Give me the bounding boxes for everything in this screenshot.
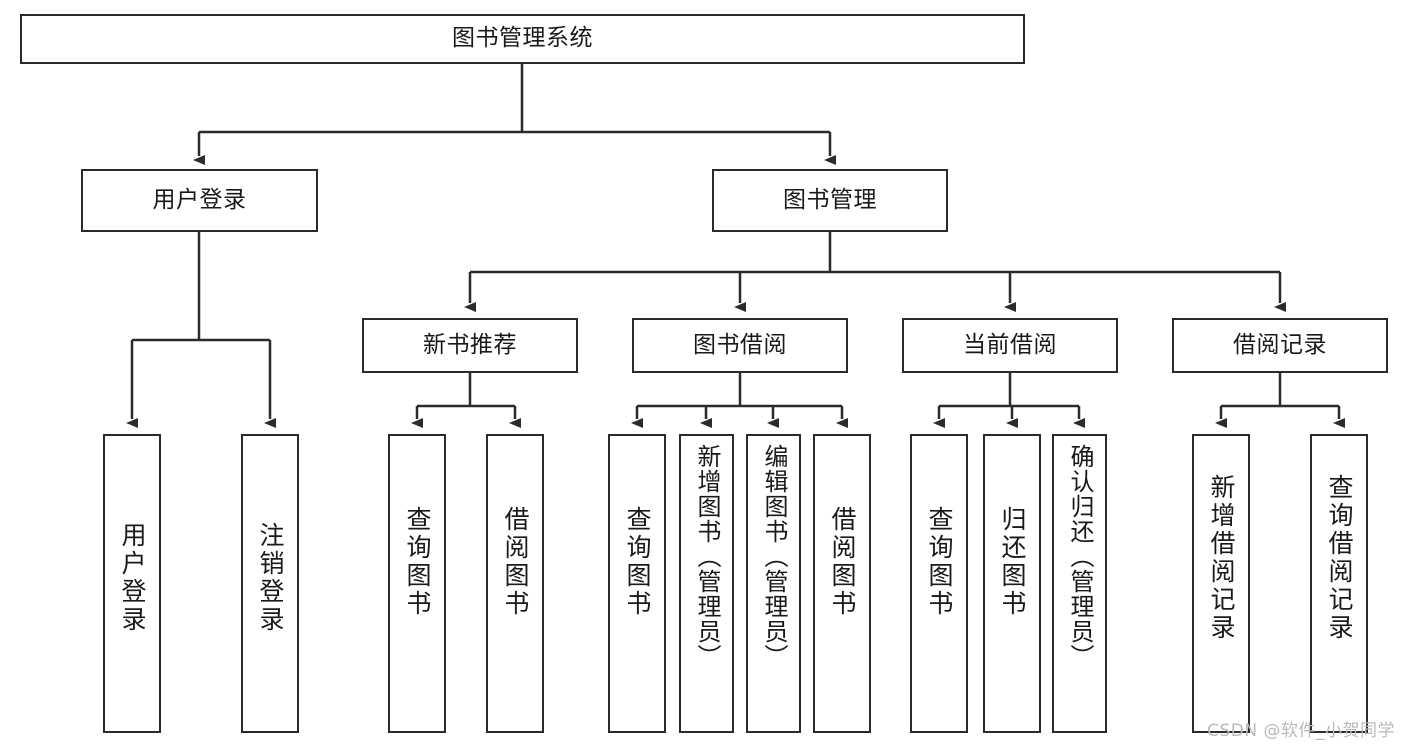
node-leaf-borrow-add-label: 新增图书（管理员） — [692, 444, 721, 669]
node-leaf-borrow-add[interactable]: 新增图书（管理员） — [679, 434, 734, 733]
node-leaf-rec-query2-label: 查询借阅记录 — [1325, 474, 1354, 642]
node-leaf-borrow-edit[interactable]: 编辑图书（管理员） — [746, 434, 801, 733]
node-leaf-borrow-query[interactable]: 查询图书 — [608, 434, 666, 733]
node-book-borrow[interactable]: 图书借阅 — [632, 318, 848, 373]
node-new-book-rec[interactable]: 新书推荐 — [362, 318, 578, 373]
node-leaf-rec-add-label: 新增借阅记录 — [1207, 474, 1236, 642]
node-leaf-borrow-do-label: 借阅图书 — [828, 506, 857, 618]
node-current-borrow[interactable]: 当前借阅 — [902, 318, 1118, 373]
node-leaf-rec-query-label: 查询图书 — [403, 506, 432, 618]
node-leaf-cur-confirm[interactable]: 确认归还（管理员） — [1052, 434, 1107, 733]
node-leaf-cur-query[interactable]: 查询图书 — [910, 434, 968, 733]
node-book-manage-label: 图书管理 — [783, 186, 877, 213]
node-book-borrow-label: 图书借阅 — [693, 331, 787, 358]
node-leaf-user-logout[interactable]: 注销登录 — [241, 434, 299, 733]
csdn-watermark: CSDN @软件_小贺同学 — [1207, 721, 1395, 741]
node-leaf-user-logout-label: 注销登录 — [256, 522, 285, 634]
node-leaf-cur-return[interactable]: 归还图书 — [983, 434, 1041, 733]
node-root-label: 图书管理系统 — [452, 25, 593, 52]
node-new-book-rec-label: 新书推荐 — [423, 331, 517, 358]
node-user-login[interactable]: 用户登录 — [81, 169, 318, 232]
node-leaf-borrow-query-label: 查询图书 — [623, 506, 652, 618]
node-leaf-rec-borrow[interactable]: 借阅图书 — [486, 434, 544, 733]
node-current-borrow-label: 当前借阅 — [963, 331, 1057, 358]
node-leaf-cur-query-label: 查询图书 — [925, 506, 954, 618]
node-book-manage[interactable]: 图书管理 — [712, 169, 948, 232]
node-leaf-rec-borrow-label: 借阅图书 — [501, 506, 530, 618]
node-leaf-user-login-label: 用户登录 — [118, 522, 147, 634]
node-leaf-cur-return-label: 归还图书 — [998, 506, 1027, 618]
node-leaf-cur-confirm-label: 确认归还（管理员） — [1065, 444, 1094, 669]
node-leaf-user-login[interactable]: 用户登录 — [103, 434, 161, 733]
node-leaf-rec-query[interactable]: 查询图书 — [388, 434, 446, 733]
node-borrow-record-label: 借阅记录 — [1233, 331, 1327, 358]
node-leaf-borrow-do[interactable]: 借阅图书 — [813, 434, 871, 733]
node-leaf-rec-add[interactable]: 新增借阅记录 — [1192, 434, 1250, 733]
node-borrow-record[interactable]: 借阅记录 — [1172, 318, 1388, 373]
node-leaf-borrow-edit-label: 编辑图书（管理员） — [759, 444, 788, 669]
node-user-login-label: 用户登录 — [152, 186, 247, 213]
node-root[interactable]: 图书管理系统 — [20, 14, 1025, 64]
node-leaf-rec-query2[interactable]: 查询借阅记录 — [1310, 434, 1368, 733]
